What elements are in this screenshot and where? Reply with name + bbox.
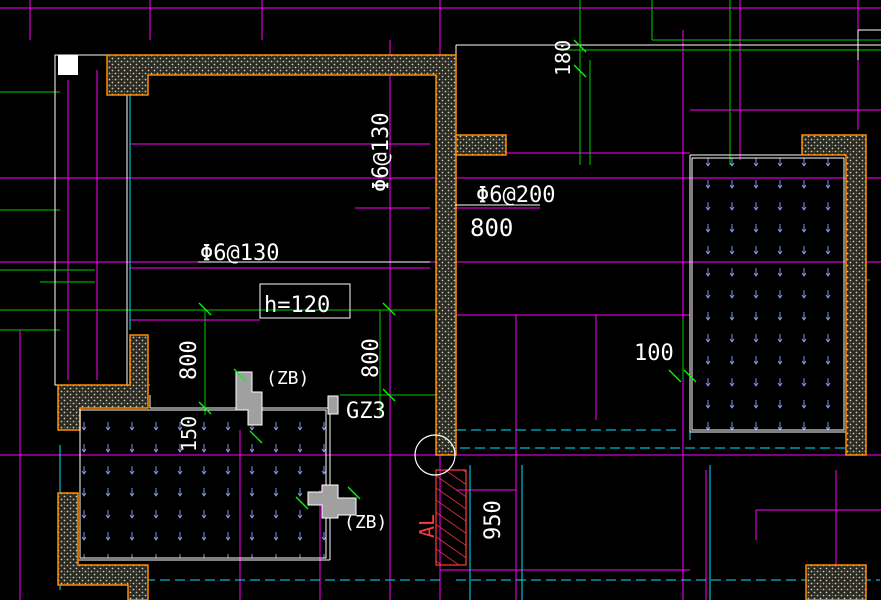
rebar-label-left: Φ6@130 [200, 241, 279, 266]
wall-hatch [57, 54, 867, 600]
dimension-ticks [198, 39, 697, 510]
corner-marker [58, 55, 78, 75]
dimension-800-mid: 800 [359, 338, 384, 378]
gz3-label: GZ3 [346, 399, 386, 424]
zb-label-bottom: (ZB) [344, 512, 387, 533]
grid-lines-green [0, 0, 881, 415]
dimension-180: 180 [551, 40, 575, 76]
dimension-100: 100 [634, 341, 674, 366]
column-hatch [435, 469, 467, 566]
axis-label-al: AL [415, 514, 439, 538]
zb-label-top: (ZB) [266, 368, 309, 389]
dimension-800-right: 800 [470, 214, 513, 242]
zb-columns [235, 371, 357, 519]
dimension-950: 950 [481, 500, 506, 540]
dimension-150: 150 [177, 416, 201, 452]
axis-bubble [414, 434, 456, 476]
rebar-zones [79, 157, 845, 559]
dimension-800-left: 800 [177, 340, 202, 380]
slab-thickness-box [259, 283, 351, 319]
rebar-label-right: Φ6@200 [476, 183, 555, 208]
slab-thickness-label: h=120 [264, 293, 330, 318]
leader-lines [198, 204, 540, 263]
rebar-label-vertical: Φ6@130 [369, 113, 394, 192]
